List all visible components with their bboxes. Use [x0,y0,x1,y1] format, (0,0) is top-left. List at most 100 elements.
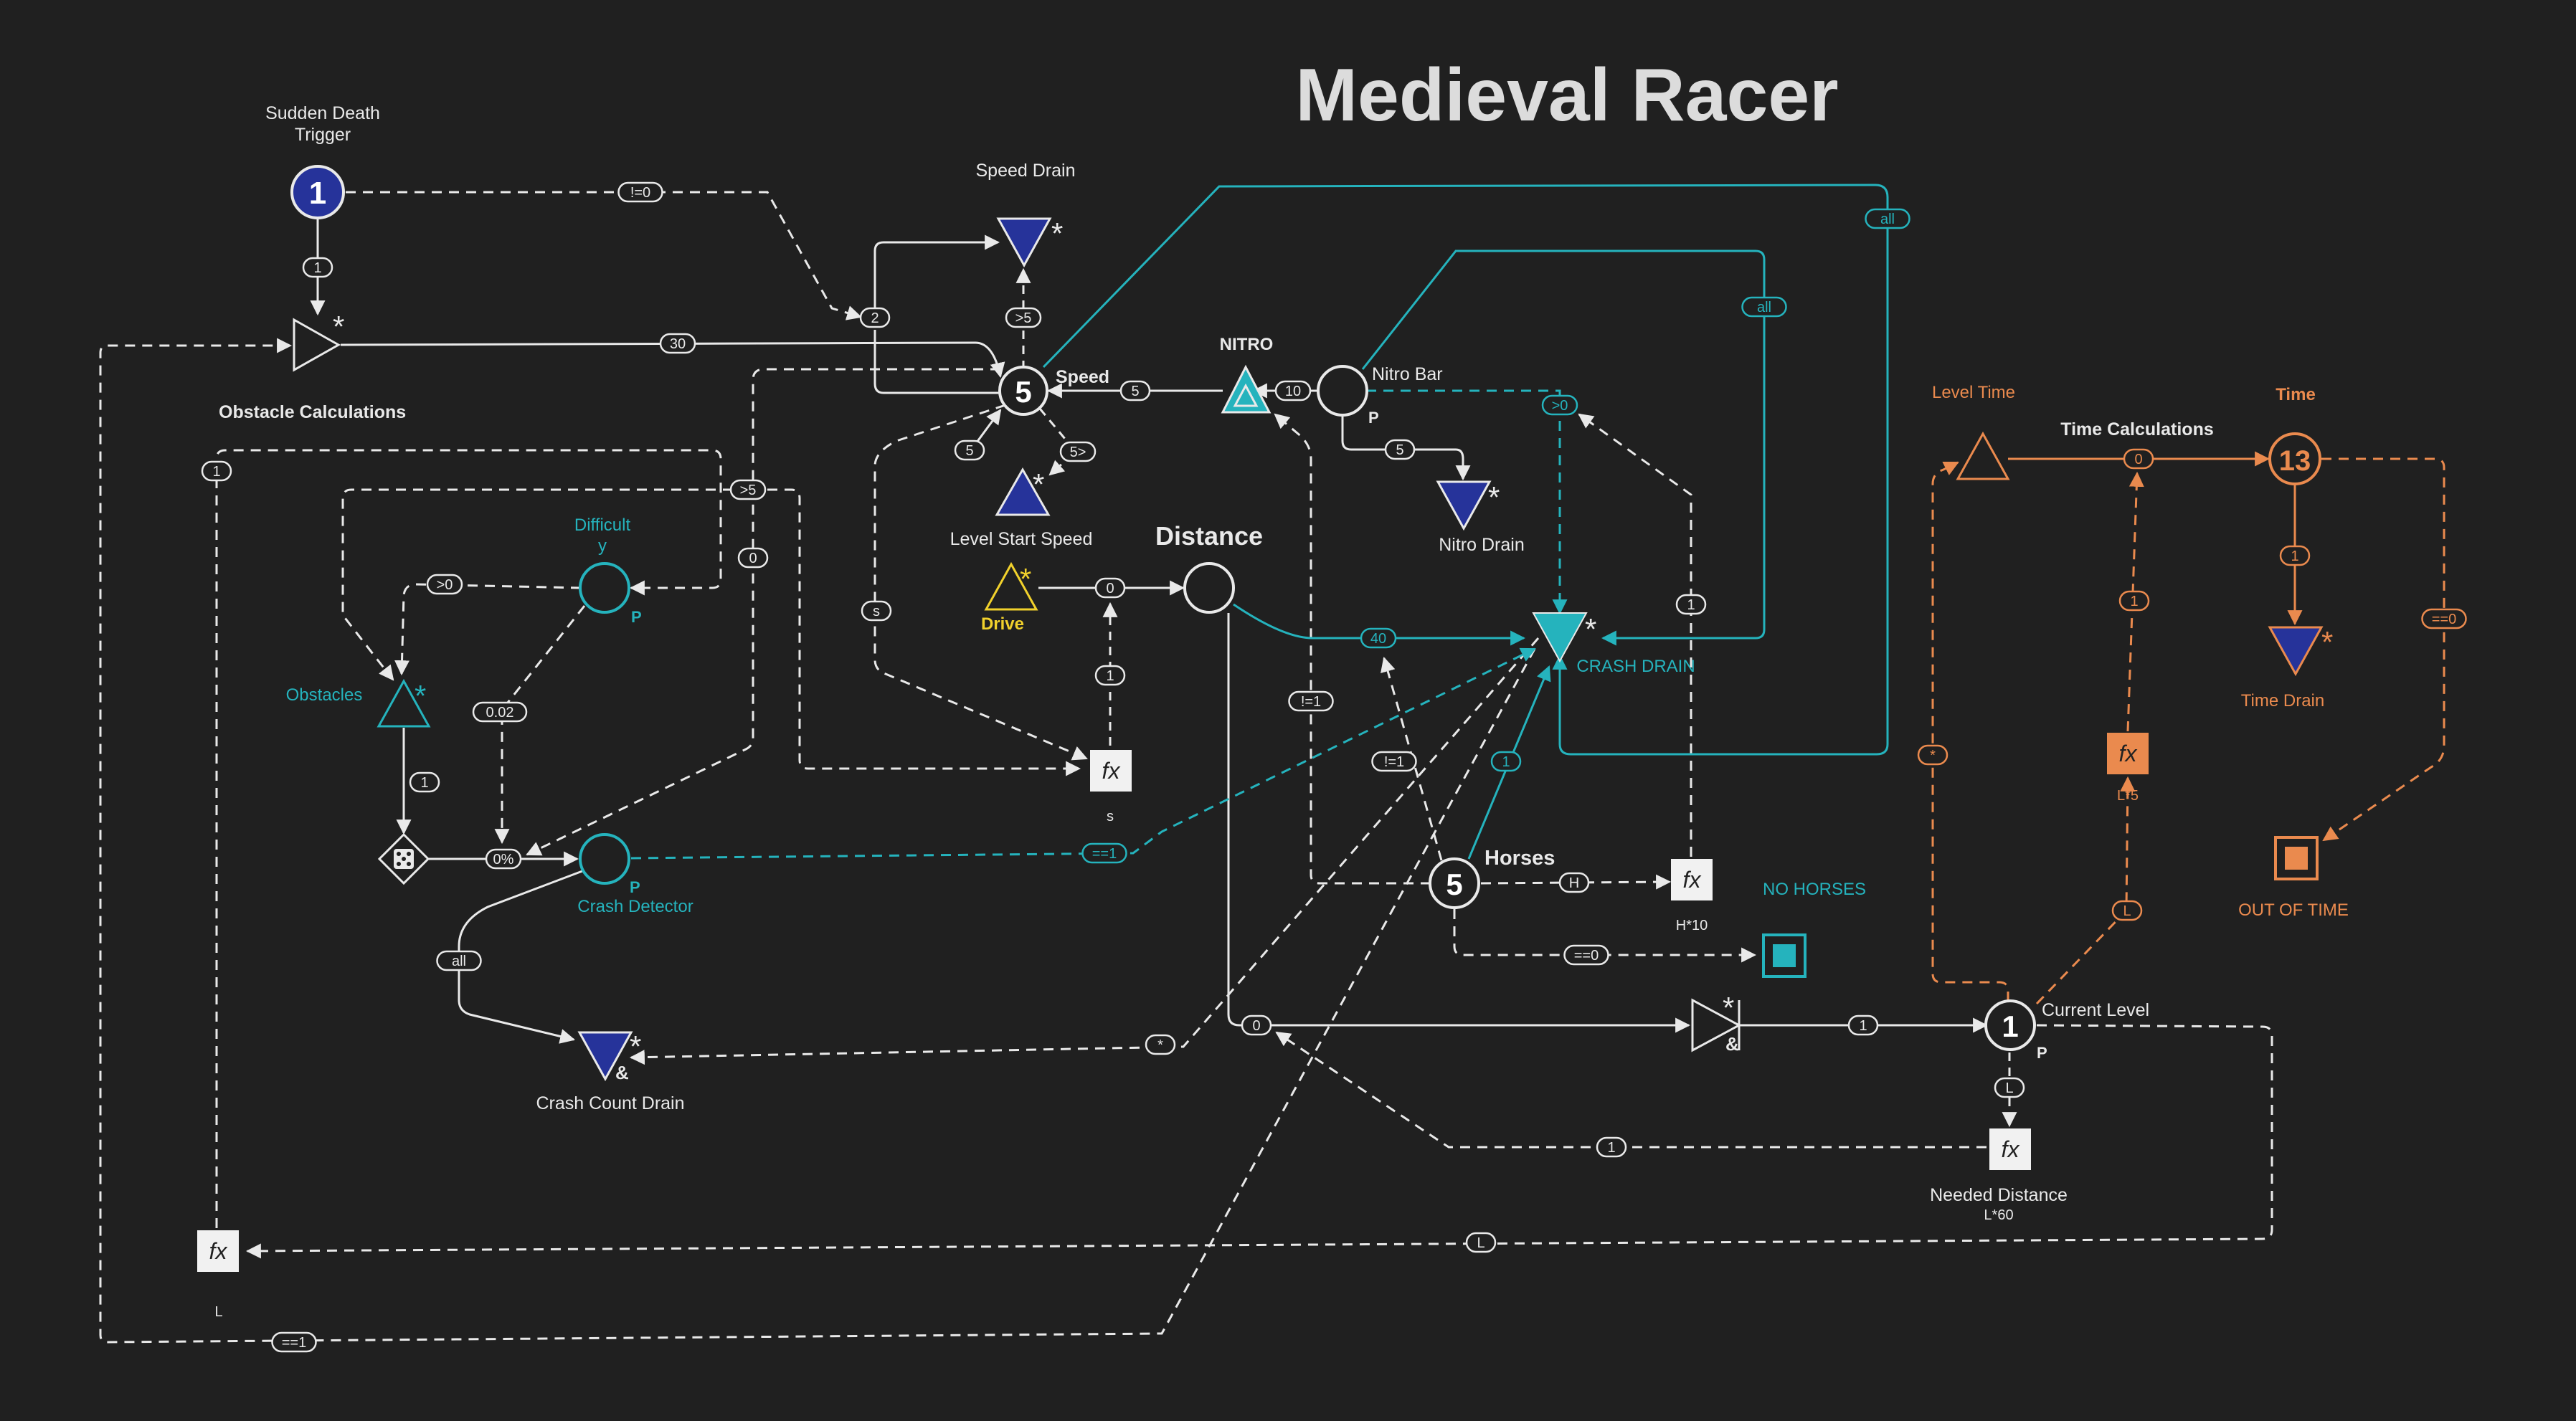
edge-label-text: 1 [1502,754,1510,770]
edge-detector-to-ccd [458,870,583,1044]
fx-l-formula-node[interactable]: fx [197,1230,239,1272]
fx-icon: fx [2119,741,2138,766]
nitro-node[interactable] [1221,364,1272,414]
edge-label-text: !=1 [1301,694,1321,710]
horses-node[interactable]: 5 [1429,857,1480,909]
crash-detector-p: P [630,878,640,896]
edge-time-to-outoftime [2321,457,2445,842]
edge-label-all-inner: all [1741,296,1787,318]
out-of-time-node[interactable] [2274,836,2319,880]
sudden-death-trigger-value: 1 [309,176,326,211]
obstacle-gate-node[interactable] [293,318,341,372]
edge-label-zero-mid: 0 [737,547,769,569]
edge-label-text: L [2123,903,2131,919]
fx-s-formula-node[interactable]: fx [1090,750,1132,792]
current-level-node[interactable]: 1 [1984,999,2036,1051]
speed-drain-node[interactable] [996,217,1052,268]
fx-l5-caption: L*5 [2117,788,2139,804]
nitro-label: NITRO [1220,335,1274,354]
distance-node[interactable] [1183,562,1235,614]
edge-difficulty-to-obstacles [394,583,582,676]
edge-label-text: 5 [1396,442,1403,458]
edge-label-horses-neq1: !=1 [1371,751,1417,772]
edge-label-gate-to-level: 1 [1847,1014,1879,1036]
edge-label-text: ==0 [2432,612,2456,627]
needed-distance-formula-node[interactable]: fx [1989,1128,2031,1170]
dice-icon[interactable] [377,832,430,885]
edge-label-fx-left-one: 1 [201,460,232,482]
edge-label-s-label: s [861,600,892,622]
edge-gt5-to-obstacles [341,488,733,681]
nitro-drain-node[interactable] [1436,480,1492,531]
difficulty-node[interactable] [579,562,630,614]
edge-label-nitro-to-speed: 5 [1119,380,1151,401]
edge-label-text: 0 [749,551,757,566]
edge-label-needed-to-zero: 1 [1596,1136,1627,1158]
edge-label-text: ==1 [282,1335,306,1351]
crash-count-drain-label: Crash Count Drain [536,1093,684,1113]
crash-detector-node[interactable] [579,833,630,885]
edge-label-time-calc-zero: 0 [2123,448,2154,470]
edge-label-detector-to-crash: ==1 [1081,842,1127,864]
edge-label-text: 5> [1070,445,1086,460]
edge-label-all-top: all [1865,208,1910,229]
star-icon: * [2321,625,2333,659]
edge-distance-to-crash [1233,603,1526,646]
edge-nitrobar-to-all-inner [1361,249,1766,646]
drive-node[interactable] [984,561,1038,611]
edge-label-nitrobar-to-nitro: 10 [1274,380,1312,401]
fx-l5-formula-node[interactable]: fx [2107,733,2149,774]
time-drain-node[interactable] [2268,626,2324,677]
nitro-bar-node[interactable] [1317,365,1368,417]
fx-icon: fx [1102,758,1121,784]
crash-drain-node[interactable] [1532,612,1588,663]
crash-count-drain-node[interactable] [577,1031,633,1082]
edge-label-text: H [1569,875,1579,891]
edge-label-nitro-neq1: !=1 [1288,690,1334,712]
sudden-death-trigger-node[interactable]: 1 [290,165,345,219]
edge-label-text: L [2005,1080,2013,1096]
no-horses-label: NO HORSES [1763,880,1866,899]
edge-label-fx-to-zero: 1 [1094,665,1126,686]
level-gate-node[interactable] [1691,998,1742,1052]
fx-icon: fx [209,1238,228,1264]
no-horses-node[interactable] [1762,933,1806,978]
out-of-time-label: OUT OF TIME [2238,900,2349,920]
edge-label-level-star: * [1917,744,1948,766]
edge-2-to-speed [873,330,1000,394]
edge-eq1-loop [99,338,1536,1344]
edge-label-drive-to-distance: 0 [1094,577,1126,599]
crash-count-drain-amp: & [615,1062,629,1083]
edge-label-text: 1 [1859,1018,1867,1034]
edge-nitrobar-to-crash [1366,389,1568,615]
edge-label-detector-to-ccd: all [436,950,482,971]
edge-label-text: 0 [1252,1018,1260,1034]
time-drain-label: Time Drain [2241,691,2324,710]
edge-label-dice-to-detector: 0% [485,848,522,870]
fx-icon: fx [1683,867,1702,893]
time-value: 13 [2279,445,2311,477]
fx-h10-formula-node[interactable]: fx [1671,859,1713,900]
nitro-drain-label: Nitro Drain [1439,535,1524,555]
star-icon: * [1585,612,1596,646]
edge-label-text: 1 [1687,597,1695,613]
edge-label-gate-to-speed: 30 [659,333,696,354]
edge-difficulty-to-fx [733,488,1081,776]
edge-label-text: L [1477,1235,1484,1251]
edge-label-text: 1 [2291,548,2298,564]
page-title: Medieval Racer [1295,54,1838,137]
speed-node[interactable]: 5 [998,366,1048,416]
edge-horses-to-nohorses [1453,909,1757,963]
edge-label-level-to-fx-left: L [1465,1232,1497,1253]
obstacles-node[interactable] [377,678,431,728]
level-time-node[interactable] [1956,431,2010,480]
edge-label-text: 10 [1285,384,1301,399]
edge-label-text: 1 [1106,668,1114,684]
edge-label-text: >5 [740,483,757,498]
edge-label-text: 0 [1106,581,1114,597]
star-icon: * [1033,467,1044,501]
level-start-speed-node[interactable] [995,467,1051,516]
time-node[interactable]: 13 [2268,432,2321,485]
needed-distance-caption: L*60 [1984,1207,2013,1223]
